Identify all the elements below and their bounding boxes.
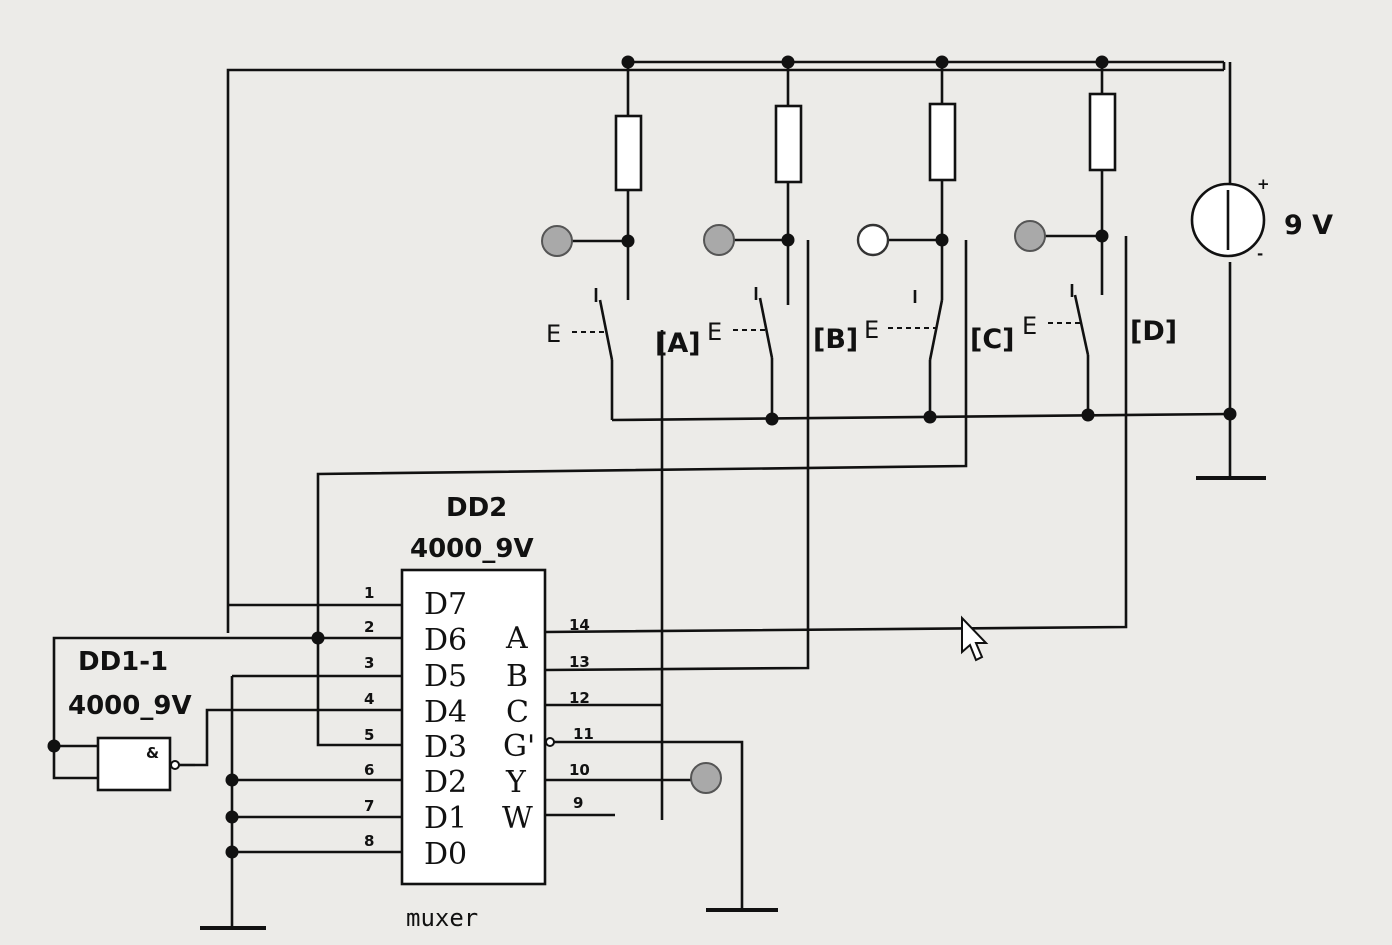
switch-a-label: [A] xyxy=(655,328,701,359)
lamp-c xyxy=(856,223,890,257)
pin-name-d2: D2 xyxy=(424,765,467,800)
mouse-cursor-icon xyxy=(961,615,989,662)
switch-b-label: [B] xyxy=(813,324,858,355)
dd1-name: DD1-1 xyxy=(78,647,168,677)
pin-name-d5: D5 xyxy=(424,659,467,694)
pin-name-b: B xyxy=(506,659,528,694)
and-symbol: & xyxy=(146,744,159,762)
pin-name-a: A xyxy=(505,621,528,656)
pin-name-d4: D4 xyxy=(424,695,467,730)
pin-num-1: 1 xyxy=(364,584,374,602)
muxer-chip xyxy=(400,568,547,886)
pin-name-c: C xyxy=(506,695,529,730)
pin-num-11: 11 xyxy=(573,725,594,743)
supply-minus: - xyxy=(1257,245,1263,263)
resistors xyxy=(614,62,1117,305)
and-gate-dd1: & xyxy=(52,736,195,792)
supply-plus: + xyxy=(1257,175,1270,193)
pin-num-12: 12 xyxy=(569,689,590,707)
pin-num-4: 4 xyxy=(364,690,374,708)
pin-name-d7: D7 xyxy=(424,587,467,622)
pin-name-w: W xyxy=(502,801,533,836)
resistor-d xyxy=(1088,92,1117,172)
pin-num-14: 14 xyxy=(569,616,590,634)
resistor-c xyxy=(928,102,957,182)
pin-num-8: 8 xyxy=(364,832,374,850)
junctions xyxy=(47,55,1237,859)
pin-num-10: 10 xyxy=(569,761,590,779)
pin-name-g: G' xyxy=(503,729,535,764)
pin-name-d1: D1 xyxy=(424,801,467,836)
pin-name-d0: D0 xyxy=(424,837,467,872)
pin-num-9: 9 xyxy=(573,794,583,812)
pin-num-3: 3 xyxy=(364,654,374,672)
pin-num-13: 13 xyxy=(569,653,590,671)
lamp-a xyxy=(541,225,573,257)
switch-c-key: E xyxy=(864,316,879,344)
supply-label: 9 V xyxy=(1284,210,1333,241)
pin-name-d3: D3 xyxy=(424,730,467,765)
switch-d-label: [D] xyxy=(1130,316,1177,347)
dd1-type: 4000_9V xyxy=(68,691,192,721)
resistor-a xyxy=(614,114,643,192)
switch-b[interactable] xyxy=(733,287,774,420)
dd2-type: 4000_9V xyxy=(410,534,534,564)
dd2-name: DD2 xyxy=(446,493,507,523)
output-lamp xyxy=(690,762,722,794)
dd2-caption: muxer xyxy=(406,904,478,932)
switch-a-key: E xyxy=(546,320,561,348)
switch-c-label: [C] xyxy=(970,324,1015,355)
resistor-b xyxy=(774,104,803,184)
supply-rail xyxy=(226,60,1226,633)
pin-name-y: Y xyxy=(505,765,527,800)
ground-rail xyxy=(611,262,1266,480)
switch-a[interactable] xyxy=(572,288,664,820)
voltage-source: + - 9 V xyxy=(1190,62,1333,263)
switch-d[interactable] xyxy=(1048,284,1090,416)
pin-num-6: 6 xyxy=(364,761,374,779)
signal-wires xyxy=(52,236,1128,930)
lamp-d xyxy=(1014,220,1046,252)
lamp-b xyxy=(703,224,735,256)
pin-name-d6: D6 xyxy=(424,623,467,658)
pin-num-7: 7 xyxy=(364,797,374,815)
pin-num-2: 2 xyxy=(364,618,374,636)
switch-d-key: E xyxy=(1022,312,1037,340)
switch-c[interactable] xyxy=(888,290,944,420)
pin-num-5: 5 xyxy=(364,726,374,744)
input-lamps xyxy=(541,220,1102,257)
switch-b-key: E xyxy=(707,318,722,346)
